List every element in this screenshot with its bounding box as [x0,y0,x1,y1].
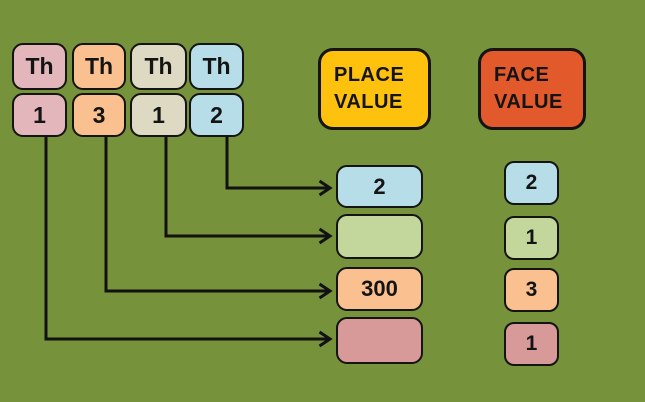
digit-box-1: 1 [12,93,67,137]
place-label-box-3: Th [130,43,187,90]
digit-box-2: 2 [189,93,244,137]
arrow-digit-3-to-row-3 [104,137,333,300]
digit-box-3: 3 [72,93,126,137]
place-label-box-1: Th [12,43,67,90]
place-value-header-line2: VALUE [334,91,403,113]
place-value-header: PLACE VALUE [318,48,431,130]
face-value-cell-row-4: 1 [504,322,559,366]
face-value-header: FACE VALUE [478,48,586,130]
face-value-cell-row-2: 1 [504,216,559,260]
place-value-header-line1: PLACE [334,64,405,86]
digit-box-1b: 1 [130,93,187,137]
arrow-digit-1-tens-to-row-2 [164,137,333,245]
place-value-cell-row-2 [336,214,423,259]
place-value-cell-row-4 [336,317,423,364]
arrow-digit-2-to-row-1 [225,137,333,197]
face-value-cell-row-1: 2 [504,161,559,205]
arrow-digit-1-thousands-to-row-4 [44,137,333,348]
place-value-cell-row-1: 2 [336,165,423,208]
place-label-box-2: Th [72,43,126,90]
face-value-cell-row-3: 3 [504,268,559,312]
face-value-header-line2: VALUE [494,91,563,113]
place-label-box-4: Th [189,43,244,90]
face-value-header-line1: FACE [494,64,550,86]
place-value-cell-row-3: 300 [336,267,423,311]
